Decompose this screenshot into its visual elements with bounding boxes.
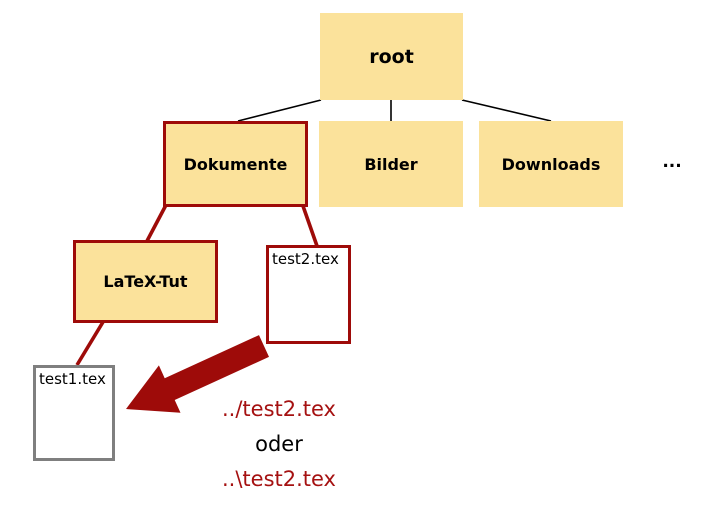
node-dokumente: Dokumente bbox=[163, 121, 308, 207]
node-root: root bbox=[320, 13, 463, 100]
edge-root-downloads bbox=[461, 99, 552, 122]
ellipsis-more-label: ... bbox=[662, 152, 682, 172]
node-latex-tut: LaTeX-Tut bbox=[73, 240, 218, 323]
node-dokumente-label: Dokumente bbox=[183, 154, 288, 174]
node-downloads-label: Downloads bbox=[501, 154, 601, 174]
caption-oder: oder bbox=[255, 432, 303, 456]
edge-root-dokumente bbox=[237, 99, 322, 122]
edge-dokumente-test2 bbox=[301, 205, 319, 247]
node-test2-file: test2.tex bbox=[266, 245, 351, 344]
edge-dokumente-latextut bbox=[145, 204, 168, 242]
node-test2-label: test2.tex bbox=[272, 250, 339, 268]
node-downloads: Downloads bbox=[479, 121, 623, 207]
node-root-label: root bbox=[369, 45, 414, 68]
caption-windows-path: ..\test2.tex bbox=[221, 467, 336, 491]
caption-unix-path: ../test2.tex bbox=[221, 397, 336, 421]
node-bilder: Bilder bbox=[319, 121, 463, 207]
node-bilder-label: Bilder bbox=[364, 154, 418, 174]
node-latex-tut-label: LaTeX-Tut bbox=[103, 272, 188, 291]
relative-path-arrow-icon bbox=[126, 335, 269, 413]
node-test1-label: test1.tex bbox=[39, 370, 106, 388]
node-test1-file: test1.tex bbox=[33, 365, 115, 461]
edge-latextut-test1 bbox=[75, 321, 105, 366]
